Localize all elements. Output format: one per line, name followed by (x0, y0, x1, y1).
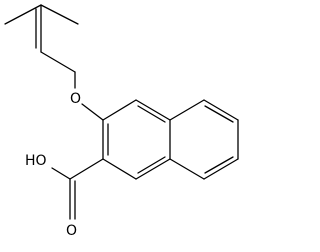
bond-o-ring (81, 103, 104, 121)
bond-methyl-a (4, 4, 42, 25)
chemical-structure-diagram: O HO O (4, 4, 239, 239)
carbonyl-oxygen-label: O (66, 223, 77, 239)
bond-ring-b4-inner (204, 156, 234, 174)
bond-ring-b1 (169, 99, 205, 121)
bond-ring-carboxyl (69, 158, 104, 180)
bond-ring-a5 (102, 158, 137, 180)
bond-ring-b4 (203, 158, 239, 180)
bond-ring-a1 (102, 99, 137, 121)
bond-methyl-b (40, 4, 79, 25)
bond-ring-a2-inner (137, 105, 166, 123)
bond-ring-a4 (135, 158, 171, 180)
bond-ring-b5 (169, 158, 205, 180)
bond-ring-b2 (203, 99, 239, 121)
ether-oxygen-label: O (70, 91, 81, 107)
bond-skeleton (4, 4, 239, 220)
bond-allyl (40, 51, 76, 73)
bond-ring-b2-inner (204, 105, 234, 123)
bond-ring-a4-inner (137, 156, 166, 174)
bond-ring-a2 (135, 99, 171, 121)
bond-c-oh (51, 167, 71, 180)
hydroxyl-label: HO (25, 153, 47, 169)
